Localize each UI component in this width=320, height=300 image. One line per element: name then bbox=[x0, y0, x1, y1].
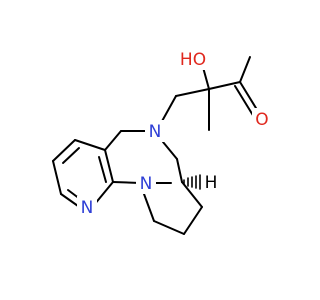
pyridine-nitrogen-label: N bbox=[81, 198, 94, 218]
bond-carbonyl-o-a bbox=[239, 81, 260, 114]
stereo-hydrogen-label: H bbox=[205, 173, 218, 193]
diazepine-nitrogen-label: N bbox=[149, 122, 162, 142]
bond-pyr-4 bbox=[181, 181, 203, 208]
bond-ch2a-ar bbox=[104, 130, 122, 151]
bond-pyr-2 bbox=[153, 220, 185, 235]
bond-carbonyl-methyl bbox=[239, 56, 251, 83]
bond-carbonyl-o-b bbox=[234, 85, 255, 118]
atom-label-layer: HO O N N N H bbox=[77, 48, 272, 218]
bond-py-2 bbox=[74, 139, 106, 151]
bond-py-3-inner bbox=[62, 147, 80, 164]
bond-py-3 bbox=[52, 139, 76, 162]
bond-py-1-inner bbox=[98, 156, 107, 183]
bond-py-4 bbox=[52, 160, 62, 195]
pyrrolidine-nitrogen-label: N bbox=[140, 174, 153, 194]
hydroxyl-label: HO bbox=[180, 50, 206, 70]
bond-py-5 bbox=[60, 193, 79, 207]
bond-pyr-3 bbox=[183, 206, 203, 235]
bond-pyr-1 bbox=[143, 193, 155, 222]
bond-quat-ch2 bbox=[175, 88, 210, 97]
carbonyl-oxygen-label: O bbox=[255, 110, 268, 130]
bond-npyr-ar bbox=[112, 181, 141, 184]
bond-quat-carbonyl bbox=[208, 81, 241, 90]
bond-ch2b-ch bbox=[176, 158, 183, 183]
bond-py-6 bbox=[93, 181, 114, 206]
bond-n-ch2b bbox=[162, 141, 178, 160]
bond-layer bbox=[52, 56, 260, 235]
molecule-structure: HO O N N N H bbox=[52, 48, 272, 235]
stereo-hash-bond bbox=[183, 174, 201, 190]
bond-py-1 bbox=[104, 149, 114, 183]
